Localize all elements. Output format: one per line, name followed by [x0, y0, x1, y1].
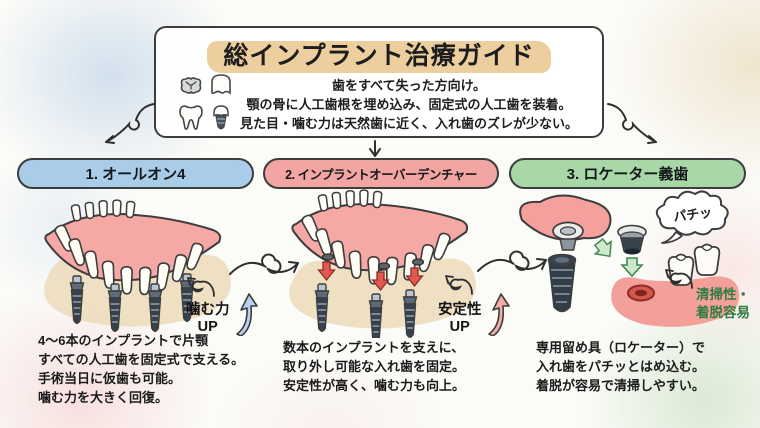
snap-sound-bubble: パチッ	[655, 190, 729, 244]
accent-curl-3-icon	[665, 269, 693, 289]
attach-arrow-diagonal	[593, 237, 612, 258]
locator-implant	[547, 253, 577, 313]
method-2-header: 2. インプラントオーバーデンチャー	[263, 158, 499, 189]
title-highlight: 総インプラント治療ガイド	[207, 41, 551, 73]
curly-arrow-left-icon	[105, 103, 155, 144]
title-desc-line: 見た目・噛む力は天然歯に近く、入れ歯のズレが少ない。	[239, 116, 578, 131]
desc-line: 入れ歯をパチッとはめ込む。	[536, 359, 706, 374]
up-arrow-blue-icon	[235, 293, 258, 336]
overdenture-illustration	[289, 189, 476, 338]
benefit-label-1: 噛む力 UP	[186, 292, 258, 336]
accent-curl-1-icon	[187, 277, 215, 297]
down-arrow-icon	[369, 140, 381, 157]
benefit-label-2: 安定性 UP	[438, 292, 510, 336]
benefit-text: 安定性	[438, 302, 482, 318]
crown-icon	[211, 74, 231, 95]
locator-denture-illustration: パチッ	[519, 190, 740, 327]
title-box: 総インプラント治療ガイド 歯をすべて失った方向け。 顎の骨に人工歯根を埋め込み、…	[154, 26, 604, 138]
gum-ridge	[611, 276, 740, 327]
desc-line: 安定性が高く、噛む力も向上。	[283, 378, 466, 393]
neighbor-molars	[667, 243, 721, 286]
page-title: 総インプラント治療ガイド	[156, 36, 602, 73]
title-description: 歯をすべて失った方向け。 顎の骨に人工歯根を埋め込み、固定式の人工歯を装着。 見…	[222, 76, 596, 133]
desc-line: 数本のインプラントを支えに、	[283, 340, 465, 355]
desc-line: 専用留め具（ロケーター）で	[536, 340, 706, 355]
accent-curl-2-icon	[445, 275, 473, 295]
flow-arrow-2-3-icon	[477, 250, 547, 272]
title-desc-line: 顎の骨に人工歯根を埋め込み、固定式の人工歯を装着。	[246, 97, 572, 112]
attach-arrow-down	[620, 257, 644, 278]
jaw-bone	[289, 258, 476, 329]
up-arrow-pink-icon	[487, 293, 510, 336]
desc-line: 取り外し可能な入れ歯を固定。	[283, 359, 466, 374]
molar-occlusal-icon	[180, 77, 202, 94]
benefit-text: 噛む力	[186, 302, 230, 318]
method-2-description: 数本のインプラントを支えに、 取り外し可能な入れ歯を固定。 安定性が高く、噛む力…	[283, 338, 465, 395]
desc-line: 噛む力を大きく回復。	[38, 390, 169, 405]
note-line: 着脱容易	[696, 305, 750, 320]
denture-flap-with-socket	[519, 194, 612, 251]
title-desc-line: 歯をすべて失った方向け。	[332, 78, 486, 93]
all-on-4-illustration	[44, 199, 231, 332]
method-1-description: 4〜6本のインプラントで片顎 すべての人工歯を固定式で支える。 手術当日に仮歯も…	[38, 331, 244, 407]
locator-cap	[617, 224, 647, 255]
snap-sound-text: パチッ	[673, 205, 714, 225]
benefit-up-text: UP	[449, 319, 470, 335]
method-3-header: 3. ロケーター義歯	[509, 158, 746, 189]
benefit-up-text: UP	[197, 319, 218, 335]
desc-line: 着脱が容易で清掃しやすい。	[536, 378, 705, 393]
tooth-icon	[179, 105, 203, 131]
desc-line: すべての人工歯を固定式で支える。	[38, 352, 245, 367]
full-arch-denture	[44, 199, 222, 296]
desc-line: 4〜6本のインプラントで片顎	[38, 333, 209, 348]
removable-denture	[291, 189, 469, 286]
implant-icon	[213, 105, 229, 130]
desc-line: 手術当日に仮歯も可能。	[38, 371, 182, 386]
curly-arrow-right-icon	[607, 103, 657, 144]
note-line: 清掃性・	[696, 287, 750, 302]
method-3-description: 専用留め具（ロケーター）で 入れ歯をパチッとはめ込む。 着脱が容易で清掃しやすい…	[536, 338, 705, 395]
denture-attachments	[321, 253, 425, 270]
method-1-header: 1. オールオン4	[17, 158, 254, 189]
benefit-note-3: 清掃性・ 着脱容易	[696, 286, 750, 322]
tooth-icon-group	[178, 72, 236, 134]
flow-arrow-1-2-icon	[229, 253, 299, 275]
